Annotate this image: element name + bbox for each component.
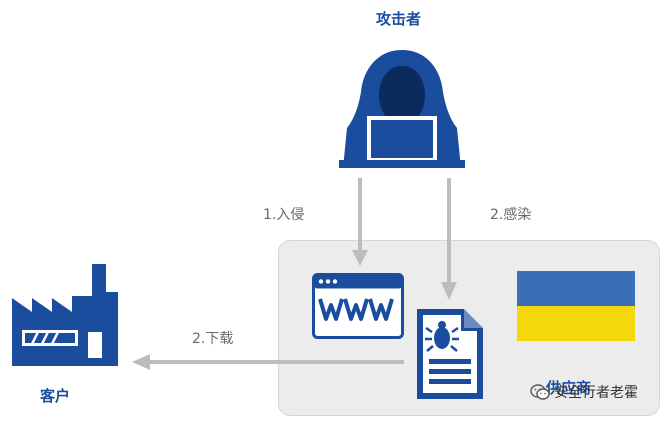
hooded-hacker-icon: [337, 44, 467, 168]
vendor-label: 供应商: [546, 379, 592, 397]
arrow-download: [132, 352, 404, 372]
step-infect-label: 2.感染: [490, 207, 532, 223]
ukraine-flag-icon: [517, 271, 635, 341]
arrow-infiltrate: [350, 178, 370, 268]
customer-label: 客户: [40, 387, 71, 405]
arrow-infect: [439, 178, 459, 302]
www-browser-icon: [312, 273, 404, 339]
step-download-label: 2.下载: [192, 331, 234, 347]
wechat-icon: [530, 383, 550, 401]
attacker-label: 攻击者: [376, 10, 422, 28]
factory-icon: [10, 262, 120, 370]
step-infiltrate-label: 1.入侵: [263, 207, 305, 223]
bug-document-icon: [414, 306, 486, 402]
watermark: 安全行者老霍: [530, 382, 638, 402]
watermark-text: 安全行者老霍: [554, 385, 638, 401]
